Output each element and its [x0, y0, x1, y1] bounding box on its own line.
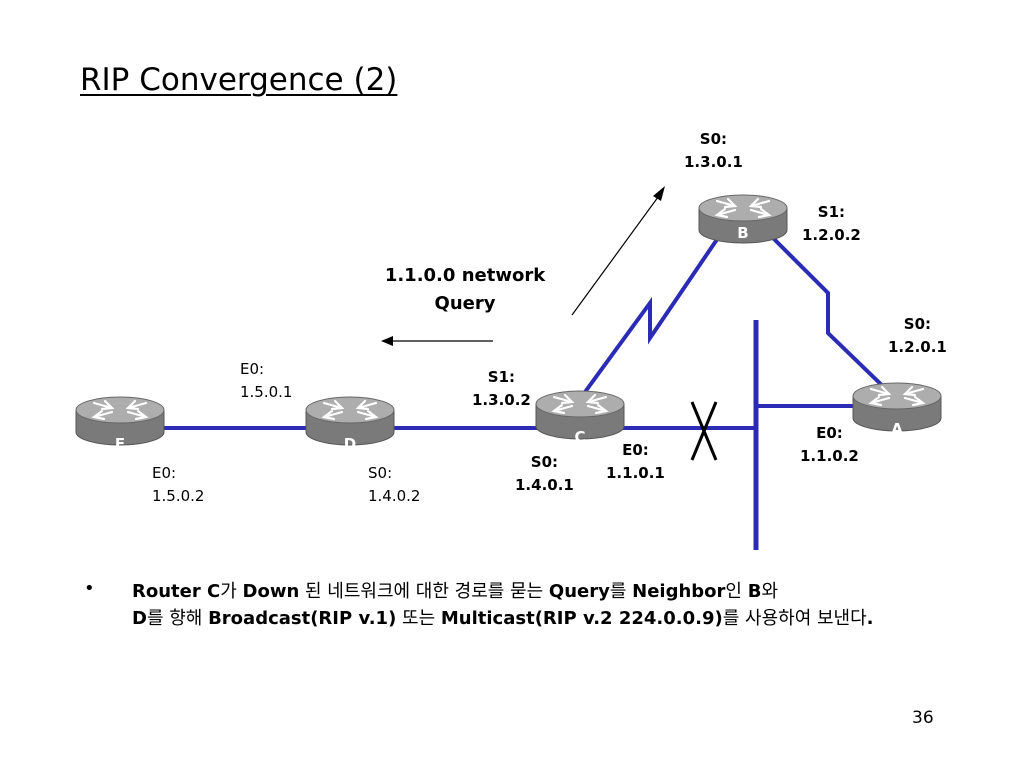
- link-b-a-serial: [768, 233, 894, 397]
- caption-segment: B: [747, 581, 762, 602]
- caption-segment: 와: [761, 581, 778, 602]
- caption-segment: 인: [725, 581, 748, 602]
- caption-segment: 를: [609, 581, 633, 602]
- caption-segment: 를 향해: [146, 608, 209, 629]
- caption-segment: D: [132, 608, 147, 629]
- interface-label-d-e0: E0:1.5.0.1: [240, 360, 293, 401]
- interface-label-a-s0: S0:1.2.0.1: [888, 315, 947, 356]
- router-e: E: [74, 395, 166, 453]
- router-a-label: A: [891, 420, 903, 438]
- interface-label-b-s0: S0:1.3.0.1: [684, 130, 743, 171]
- interface-label-a-e0: E0:1.1.0.2: [800, 424, 859, 465]
- caption-segment: Neighbor: [632, 581, 726, 602]
- page-number: 36: [912, 708, 934, 728]
- caption-segment: Down: [242, 581, 300, 602]
- interface-label-b-s1: S1:1.2.0.2: [802, 203, 861, 244]
- caption-text: Router C가 Down 된 네트워크에 대한 경로를 묻는 Query 를 …: [132, 578, 932, 632]
- router-c: C: [534, 389, 626, 446]
- caption-segment: Broadcast(RIP v.1): [208, 608, 397, 629]
- link-c-b-serial: [583, 233, 722, 394]
- query-arrow-to-b: [571, 186, 665, 316]
- caption-segment: 를 사용하여 보낸다: [722, 608, 867, 629]
- bullet-marker: •: [84, 578, 95, 599]
- interface-label-c-s0: S0:1.4.0.1: [515, 453, 574, 494]
- interface-label-e-e0: E0:1.5.0.2: [152, 464, 205, 505]
- router-a: A: [851, 381, 943, 438]
- router-c-label: C: [574, 428, 585, 446]
- caption-segment: 된 네트워크에 대한 경로를 묻는: [299, 581, 549, 602]
- router-b-label: B: [737, 224, 748, 242]
- caption-segment: 또는: [396, 608, 441, 629]
- caption-segment: Multicast(RIP v.2 224.0.0.9): [440, 608, 723, 629]
- caption-segment: .: [866, 608, 874, 629]
- caption-segment: 가: [220, 581, 243, 602]
- caption-segment: Router C: [132, 581, 221, 602]
- interface-label-c-e0: E0:1.1.0.1: [606, 441, 665, 482]
- router-d: D: [304, 395, 396, 453]
- router-e-label: E: [115, 435, 125, 453]
- interface-label-c-s1: S1:1.3.0.2: [472, 368, 531, 409]
- link-down-x-mark: [690, 401, 718, 461]
- caption-segment: Query: [548, 581, 610, 602]
- router-b: B: [697, 193, 789, 245]
- interface-label-d-s0: S0:1.4.0.2: [368, 464, 421, 505]
- router-d-label: D: [344, 435, 356, 453]
- page-title: RIP Convergence (2): [80, 62, 398, 98]
- query-arrow-to-d: [381, 336, 493, 346]
